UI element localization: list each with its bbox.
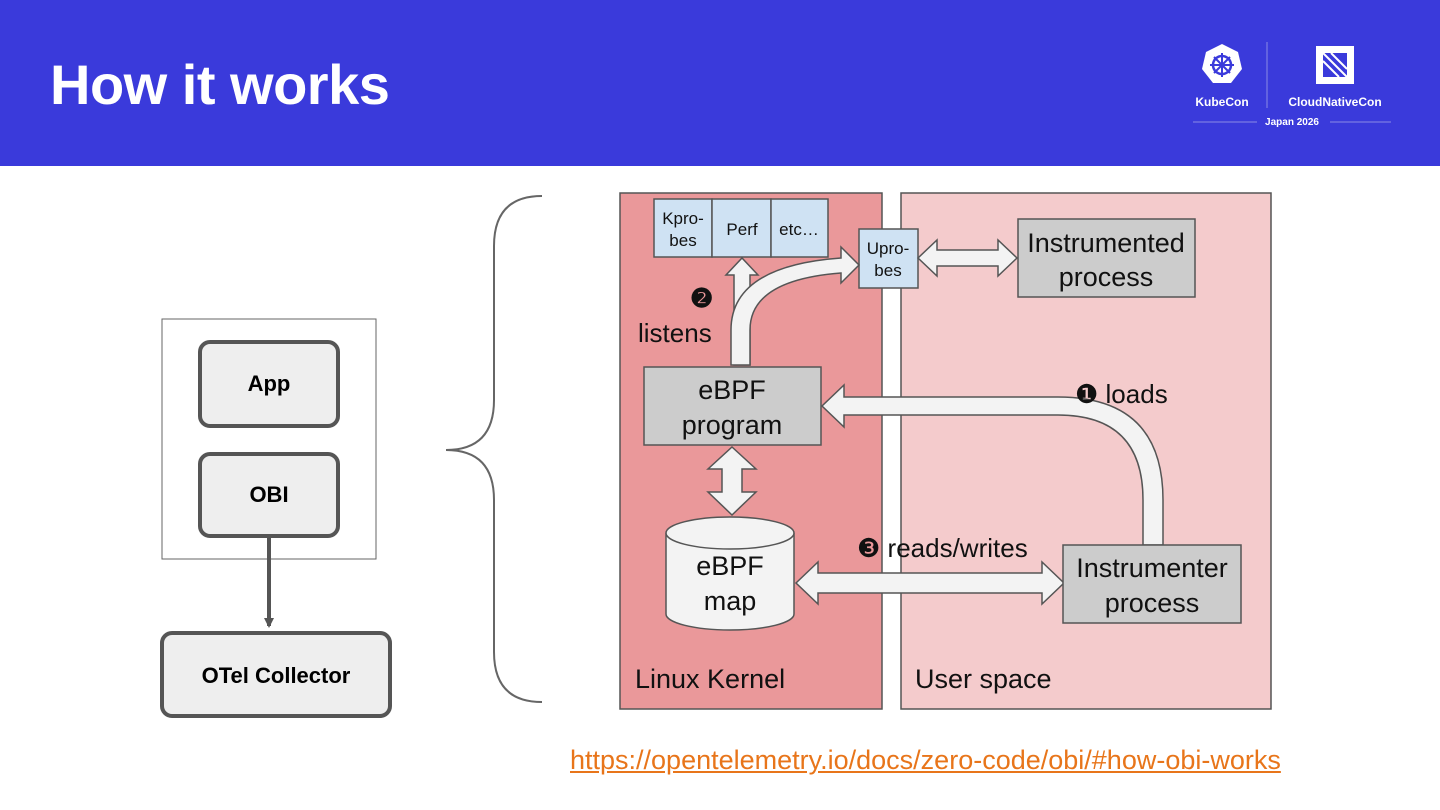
kprobes-box	[653, 198, 713, 258]
uprobes-instrumented-arrow	[916, 238, 1019, 278]
kubecon-label: KubeCon	[1195, 95, 1248, 109]
kubernetes-icon	[1202, 44, 1242, 83]
slide-header	[0, 0, 1440, 166]
instrumenter-label-line2: process	[1105, 588, 1200, 618]
obi-box	[198, 452, 340, 538]
instrumenter-process-box	[1062, 544, 1242, 624]
ebpf-map-label-line1: eBPF	[696, 551, 764, 581]
uprobes-label-line1: Upro-	[867, 239, 910, 258]
cloudnativecon-label: CloudNativeCon	[1288, 95, 1381, 109]
slide-title: How it works	[50, 53, 390, 116]
ebpf-program-box	[643, 366, 822, 446]
docs-link[interactable]: https://opentelemetry.io/docs/zero-code/…	[570, 745, 1281, 775]
app-box	[198, 340, 340, 428]
etc-box	[770, 198, 829, 258]
kubecon-logo: KubeCon CloudNativeCon Japan 2026	[1193, 42, 1391, 128]
uprobes-label-line2: bes	[874, 261, 901, 280]
ebpf-map-cylinder	[665, 516, 795, 631]
program-to-uprobes-arrow	[730, 245, 861, 366]
kprobes-label-line1: Kpro-	[662, 209, 704, 228]
instrumenter-label-line1: Instrumenter	[1076, 553, 1228, 583]
instrumented-label-line1: Instrumented	[1027, 228, 1185, 258]
step3-label: ❸ reads/writes	[857, 533, 1028, 563]
loads-arrow	[820, 383, 1164, 546]
collector-box	[160, 631, 392, 718]
step1-label: ❶ loads	[1075, 379, 1168, 409]
instrumented-label-line2: process	[1059, 262, 1154, 292]
cncf-icon	[1316, 46, 1354, 84]
program-map-arrow	[706, 445, 758, 517]
uprobes-box	[858, 228, 919, 289]
app-label: App	[248, 371, 291, 396]
ebpf-map-label-line2: map	[704, 586, 757, 616]
ebpf-program-label-line2: program	[682, 410, 783, 440]
obi-label: OBI	[249, 482, 288, 507]
kprobes-label-line2: bes	[669, 231, 696, 250]
etc-label: etc…	[779, 220, 819, 239]
curly-brace	[445, 195, 543, 703]
ebpf-program-label-line1: eBPF	[698, 375, 766, 405]
perf-label: Perf	[726, 220, 757, 239]
kernel-label: Linux Kernel	[635, 664, 785, 694]
user-space-label: User space	[915, 664, 1052, 694]
listens-label: listens	[638, 318, 712, 348]
collector-label: OTel Collector	[202, 663, 351, 688]
step2-marker: ❷	[690, 283, 713, 313]
event-label: Japan 2026	[1265, 117, 1319, 128]
